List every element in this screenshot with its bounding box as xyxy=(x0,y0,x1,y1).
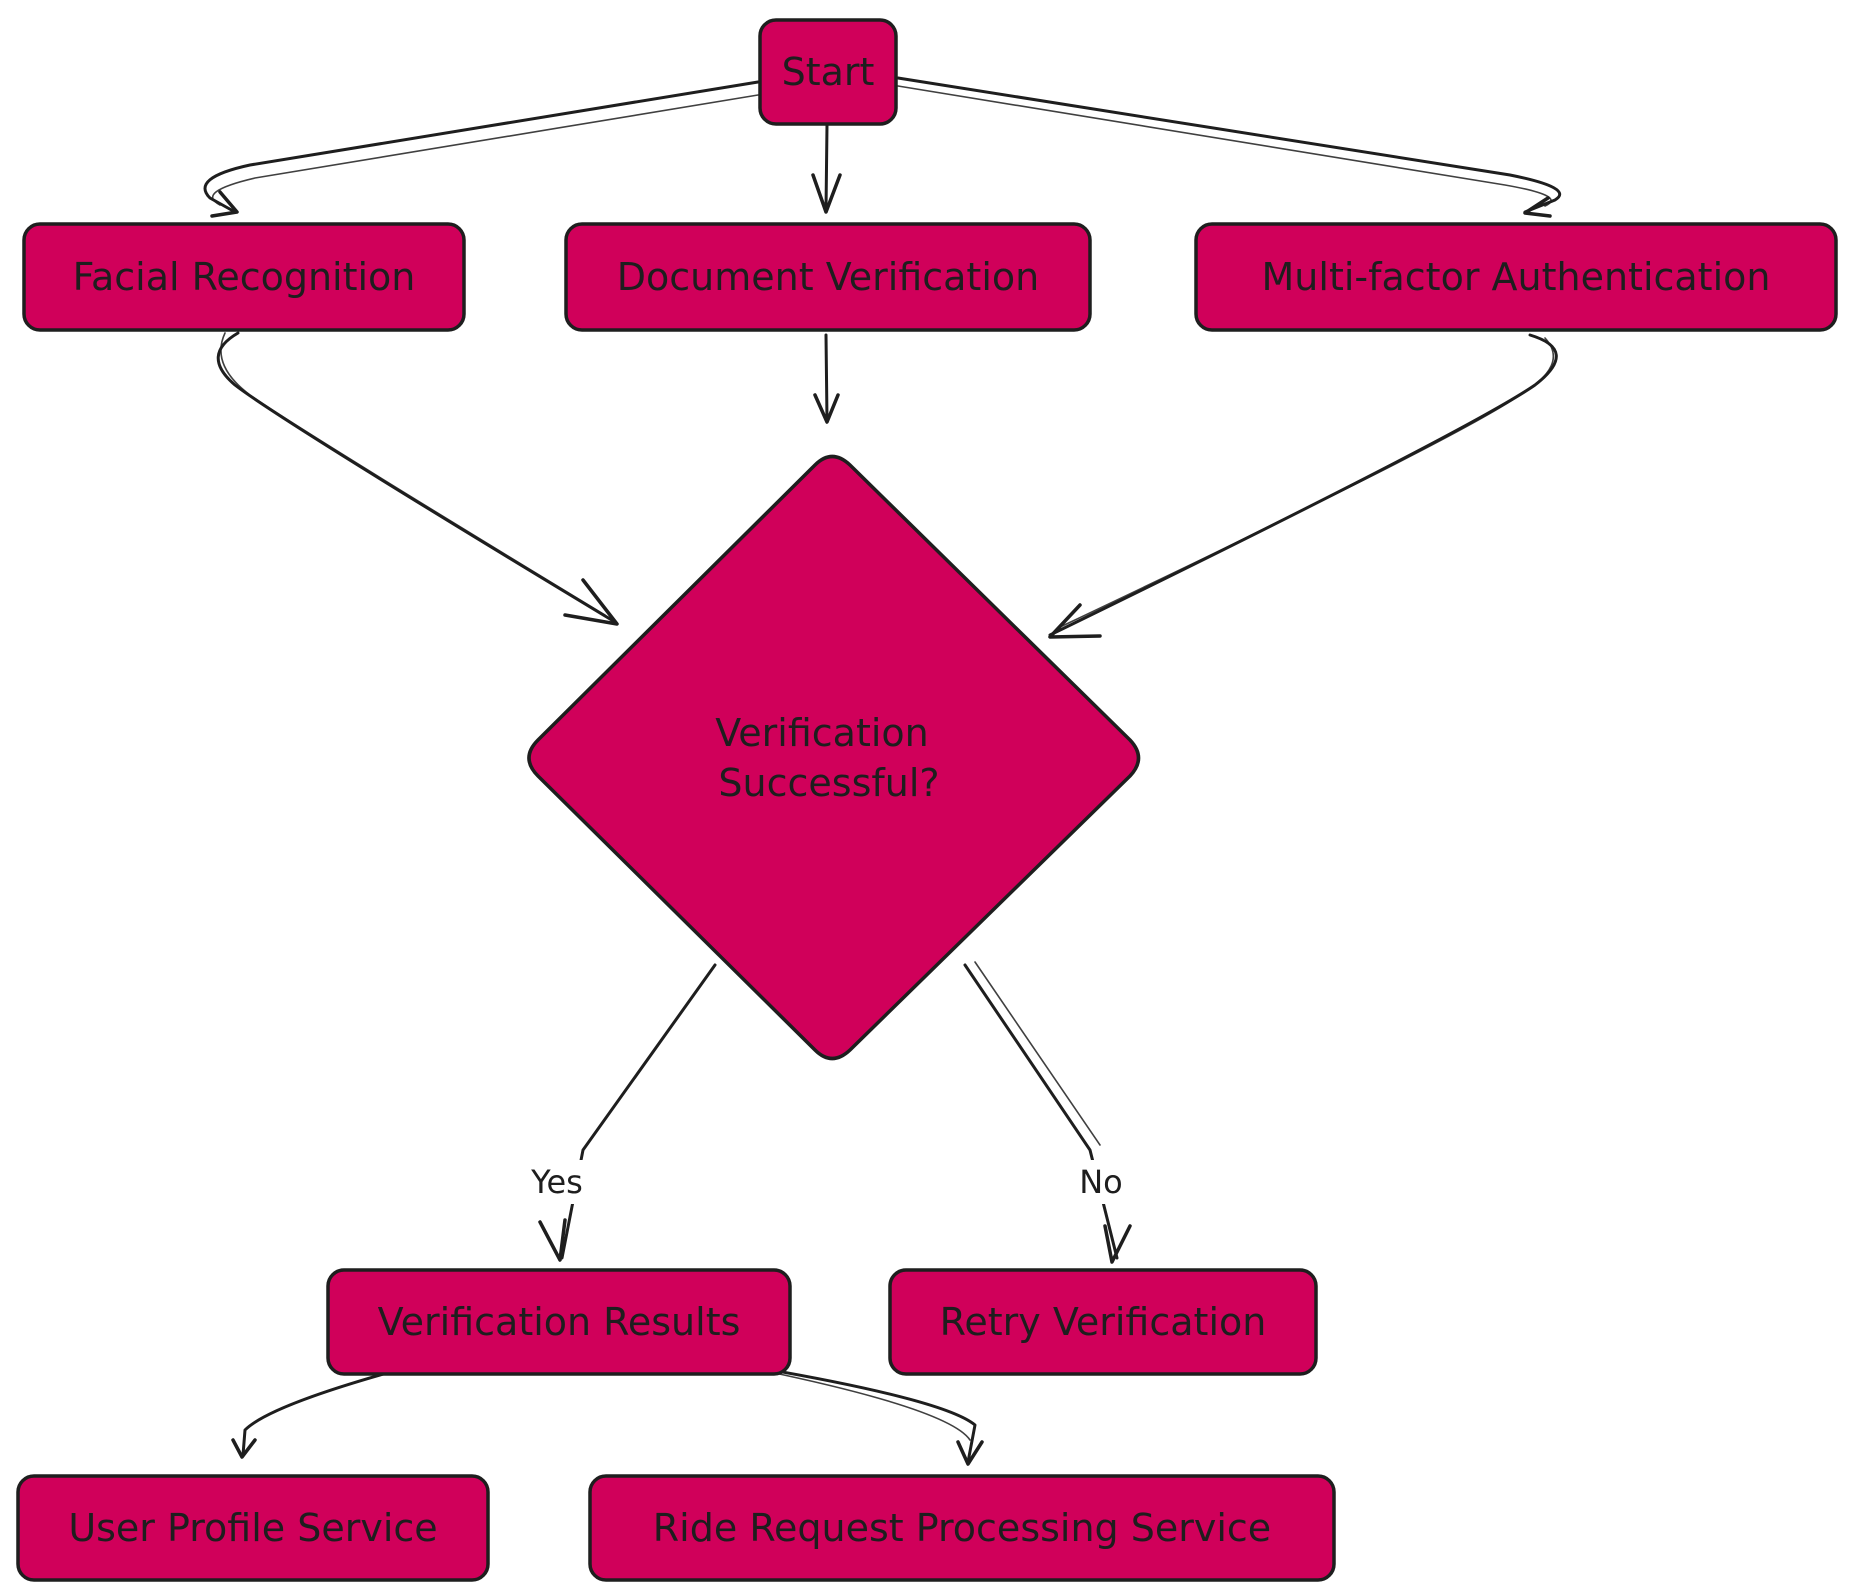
node-ride-request-processing-service-label: Ride Request Processing Service xyxy=(653,1506,1271,1550)
node-retry-verification[interactable]: Retry Verification xyxy=(888,1268,1318,1376)
node-start-label: Start xyxy=(782,50,875,94)
edge-label-yes-text: Yes xyxy=(530,1163,583,1201)
edge-label-no-text: No xyxy=(1079,1163,1123,1201)
node-multi-factor-authentication[interactable]: Multi-factor Authentication xyxy=(1194,222,1838,332)
edge-document-to-decision xyxy=(813,333,840,424)
node-user-profile-service-label: User Profile Service xyxy=(68,1506,437,1550)
edge-mfa-to-decision xyxy=(1048,333,1558,639)
node-facial-recognition[interactable]: Facial Recognition xyxy=(22,222,466,332)
edge-results-to-profile xyxy=(231,1366,407,1459)
node-decision[interactable]: Verification Successful? xyxy=(527,454,1141,1061)
node-retry-verification-label: Retry Verification xyxy=(940,1300,1267,1344)
node-ride-request-processing-service[interactable]: Ride Request Processing Service xyxy=(588,1474,1336,1582)
edge-decision-to-results-yes xyxy=(538,963,717,1262)
edge-facial-to-decision xyxy=(216,331,619,626)
edge-start-to-facial xyxy=(203,80,760,218)
node-user-profile-service[interactable]: User Profile Service xyxy=(16,1474,490,1582)
edge-label-no: No xyxy=(1070,1160,1132,1204)
edge-start-to-document xyxy=(811,123,842,214)
node-decision-label-line2: Successful? xyxy=(718,761,939,805)
edge-results-to-ride xyxy=(758,1366,984,1466)
edge-decision-to-retry-no xyxy=(963,961,1132,1264)
node-verification-results[interactable]: Verification Results xyxy=(326,1268,792,1376)
node-multi-factor-authentication-label: Multi-factor Authentication xyxy=(1262,255,1771,299)
node-verification-results-label: Verification Results xyxy=(378,1300,741,1344)
node-start[interactable]: Start xyxy=(758,18,898,126)
edge-start-to-mfa xyxy=(896,76,1562,218)
node-document-verification[interactable]: Document Verification xyxy=(564,222,1092,332)
edge-label-yes: Yes xyxy=(518,1160,596,1204)
node-facial-recognition-label: Facial Recognition xyxy=(73,255,416,299)
node-decision-label-line1: Verification xyxy=(715,711,929,755)
node-document-verification-label: Document Verification xyxy=(617,255,1039,299)
